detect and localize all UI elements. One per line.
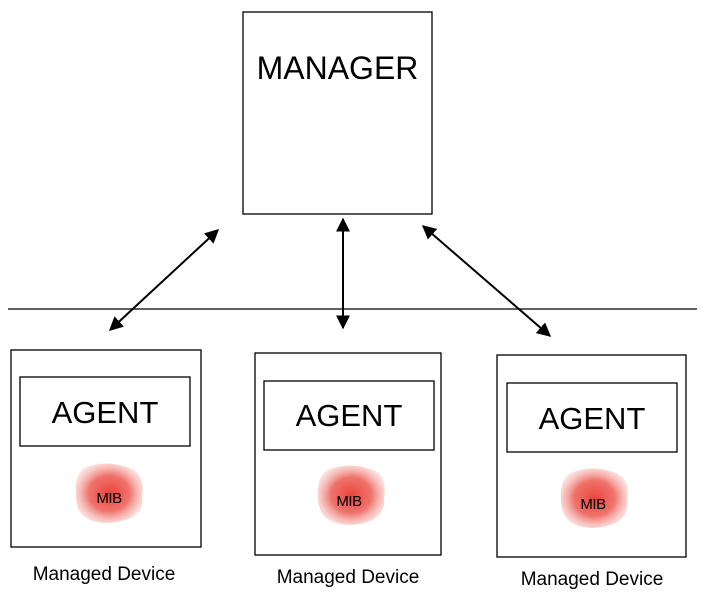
agent-label: AGENT [52, 395, 159, 430]
mib-label: MIB [336, 493, 362, 510]
mib-label: MIB [580, 496, 606, 513]
managed-device-1: AGENT MIB Managed Device [10, 349, 202, 585]
device-label: Managed Device [521, 569, 664, 590]
device-label: Managed Device [277, 567, 420, 588]
mib-blob [75, 463, 143, 523]
agent-label: AGENT [539, 401, 646, 436]
agent-box [19, 376, 191, 447]
manager-node: MANAGER [242, 11, 433, 215]
managed-device-3: AGENT MIB Managed Device [496, 354, 687, 590]
mib-label: MIB [96, 490, 122, 507]
agent-box [263, 380, 435, 451]
device-label: Managed Device [33, 564, 176, 585]
agent-box [506, 382, 678, 453]
arrow-manager-device-3 [421, 225, 552, 337]
agent-label: AGENT [296, 398, 403, 433]
mib-blob [560, 468, 628, 528]
arrow-manager-device-1 [108, 229, 220, 331]
manager-label: MANAGER [257, 50, 419, 86]
mib-blob [317, 465, 385, 525]
manager-box [242, 11, 433, 215]
managed-device-2: AGENT MIB Managed Device [254, 352, 442, 588]
